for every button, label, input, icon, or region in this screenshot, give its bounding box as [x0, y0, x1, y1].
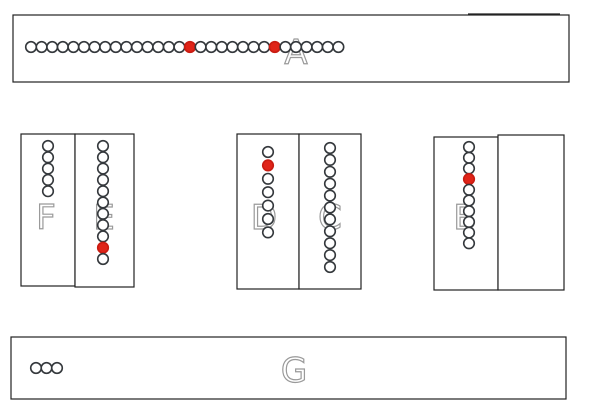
zone-d-dot-4[interactable] — [261, 186, 275, 199]
zone-e[interactable]: E — [74, 133, 135, 288]
zone-b-dot-3[interactable] — [462, 162, 476, 175]
zone-a-dot-26[interactable] — [289, 40, 303, 54]
zone-g-dot-2[interactable] — [40, 361, 53, 375]
zone-c[interactable]: C — [298, 133, 362, 290]
zone-a-dot-27[interactable] — [300, 40, 313, 54]
zone-g-dot-1[interactable] — [29, 361, 43, 375]
zone-e-dot-2[interactable] — [96, 151, 110, 164]
zone-b-dot-6[interactable] — [462, 194, 476, 207]
zone-d-dot-2-active[interactable] — [261, 159, 275, 172]
zone-a[interactable]: A — [12, 14, 570, 83]
zone-a-dot-20[interactable] — [226, 40, 239, 54]
zone-c-dot-9[interactable] — [323, 237, 337, 250]
zone-f-dot-5[interactable] — [41, 185, 55, 198]
zone-e-dot-6[interactable] — [96, 196, 110, 209]
zone-e-dot-4[interactable] — [96, 173, 110, 186]
zone-a-dot-11[interactable] — [130, 40, 144, 54]
zone-d-dot-3[interactable] — [261, 172, 275, 185]
zone-e-dot-8[interactable] — [96, 219, 110, 232]
zone-a-dot-10[interactable] — [120, 40, 133, 54]
zone-f-dot-4[interactable] — [41, 173, 55, 186]
zone-e-dot-1[interactable] — [96, 139, 110, 153]
zone-c-dot-3[interactable] — [323, 165, 337, 178]
zone-c-dot-10[interactable] — [323, 249, 337, 262]
zone-a-dots — [24, 40, 345, 54]
zone-c-dot-4[interactable] — [323, 177, 337, 190]
zone-b-dot-9[interactable] — [462, 226, 476, 239]
zone-b-dot-2[interactable] — [462, 151, 476, 164]
zone-c-dot-5[interactable] — [323, 189, 337, 202]
zone-d-dot-6[interactable] — [261, 212, 275, 226]
zone-a-dot-29[interactable] — [321, 40, 334, 54]
zone-a-dot-5[interactable] — [67, 40, 80, 54]
zone-b-dot-7[interactable] — [462, 205, 476, 218]
zone-a-dot-9[interactable] — [109, 40, 122, 54]
zone-c-dot-2[interactable] — [323, 153, 337, 166]
zone-a-dot-2[interactable] — [35, 40, 48, 54]
zone-g-dot-3[interactable] — [50, 361, 64, 375]
zone-f-label: F — [36, 198, 56, 238]
zone-f-dot-3[interactable] — [41, 162, 55, 175]
zone-b-dot-8[interactable] — [462, 215, 476, 228]
zone-a-dot-25[interactable] — [279, 40, 292, 54]
zone-g-label: G — [281, 351, 307, 391]
zone-a-dot-28[interactable] — [311, 40, 324, 54]
zone-d-dot-5[interactable] — [261, 199, 275, 212]
zone-g-dots — [29, 361, 64, 375]
zone-a-dot-18[interactable] — [205, 40, 218, 54]
zone-a-dot-21[interactable] — [236, 40, 250, 54]
zone-b-dot-10[interactable] — [462, 237, 476, 250]
zone-b-dot-4-active[interactable] — [462, 173, 476, 186]
zone-f-dots — [41, 139, 55, 198]
zone-d-dot-1[interactable] — [261, 145, 275, 159]
zone-a-dot-23[interactable] — [258, 40, 271, 54]
zone-a-dot-7[interactable] — [88, 40, 101, 54]
zone-a-dot-13[interactable] — [152, 40, 165, 54]
zone-g-box — [10, 336, 567, 400]
zone-a-dot-16-active[interactable] — [183, 40, 197, 54]
zone-c-dot-7[interactable] — [323, 213, 337, 226]
zone-a-dot-3[interactable] — [46, 40, 59, 54]
zone-e-dot-5[interactable] — [96, 185, 110, 198]
zone-a-dot-4[interactable] — [56, 40, 69, 54]
zone-e-dots — [96, 139, 110, 266]
zone-e-dot-10-active[interactable] — [96, 241, 110, 254]
zone-b-dot-5[interactable] — [462, 183, 476, 196]
zone-a-dot-15[interactable] — [173, 40, 186, 54]
zone-c-dots — [323, 141, 337, 274]
zone-a-dot-19[interactable] — [215, 40, 228, 54]
zone-e-dot-3[interactable] — [96, 162, 110, 175]
zone-b-dot-1[interactable] — [462, 140, 476, 154]
zone-g[interactable]: G — [10, 336, 567, 400]
zone-e-dot-7[interactable] — [96, 207, 110, 220]
zone-a-dot-30[interactable] — [332, 40, 345, 54]
zone-b-dots — [462, 140, 476, 250]
zone-c-dot-1[interactable] — [323, 141, 337, 155]
zone-e-dot-11[interactable] — [96, 252, 110, 266]
zone-a-dot-14[interactable] — [162, 40, 175, 54]
zone-c-dot-6[interactable] — [323, 201, 337, 214]
zone-a-dot-8[interactable] — [99, 40, 112, 54]
zone-d-dots — [261, 145, 275, 239]
zone-f[interactable]: F — [20, 133, 76, 287]
zone-a-dot-22[interactable] — [247, 40, 260, 54]
zone-f-dot-1[interactable] — [41, 139, 55, 153]
zone-d-dot-7[interactable] — [261, 226, 275, 239]
zone-f-dot-2[interactable] — [41, 151, 55, 164]
zone-a-dot-17[interactable] — [194, 40, 207, 54]
zone-a-dot-1[interactable] — [24, 40, 38, 54]
zone-a-dot-24-active[interactable] — [268, 40, 281, 54]
zone-a-dot-6[interactable] — [77, 40, 91, 54]
zone-empty-box[interactable] — [497, 134, 565, 291]
zone-c-dot-8[interactable] — [323, 225, 337, 238]
zone-e-dot-9[interactable] — [96, 230, 110, 243]
zone-d[interactable]: D — [236, 133, 300, 290]
zone-b[interactable]: B — [433, 136, 499, 291]
zone-c-dot-11[interactable] — [323, 260, 337, 274]
zone-a-dot-12[interactable] — [141, 40, 154, 54]
